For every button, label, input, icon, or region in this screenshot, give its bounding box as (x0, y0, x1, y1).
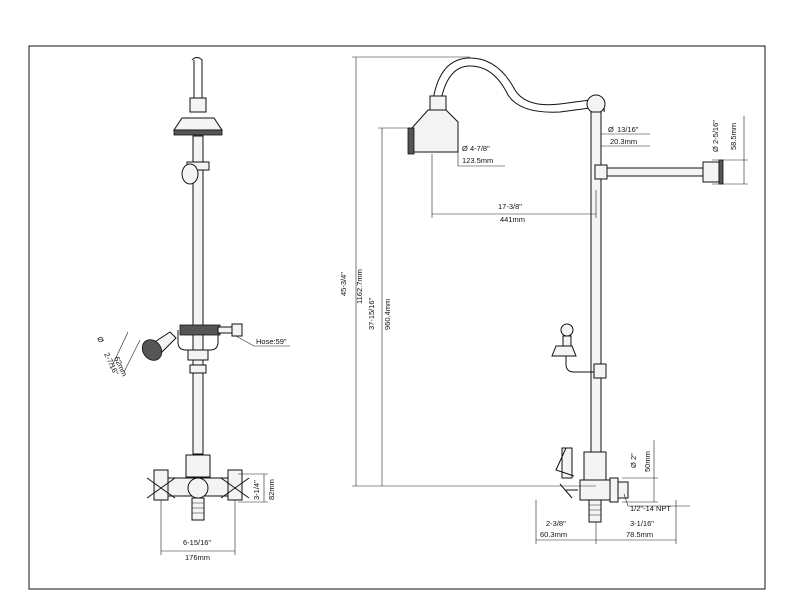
side-elbow (586, 94, 606, 114)
arm-reach-in: 17-3/8" (498, 202, 522, 211)
showerhead-dia-in: 4-7/8" (470, 144, 490, 153)
riser-height-in: 37-15/16" (367, 297, 376, 330)
inlet-dia-mm: 50mm (643, 451, 652, 472)
valve-height-in: 3-1/4" (252, 480, 261, 500)
svg-text:Ø: Ø (629, 462, 638, 468)
centers-in: 6-15/16" (183, 538, 211, 547)
dim-hose: Hose:59" (235, 335, 290, 347)
side-handshower-holder (551, 323, 607, 379)
front-view: 2-7/16" 62mm Ø Hose:59" 3-1/4" 82mm 6-15… (95, 57, 290, 562)
side-showerhead (407, 95, 459, 155)
front-riser-pipe (192, 135, 204, 455)
arm-reach-mm: 441mm (500, 215, 525, 224)
offset-left-mm: 60.3mm (540, 530, 567, 539)
svg-text:Ø: Ø (608, 125, 614, 134)
dim-riser-height: 37-15/16" 960.4mm (367, 127, 410, 486)
side-gooseneck-inner (440, 65, 591, 113)
offset-left-in: 2-3/8" (546, 519, 566, 528)
dim-flange-dia: Ø 2-5/16" 58.5mm (711, 116, 748, 185)
pipe-dia-in: 13/16" (617, 125, 639, 134)
flange-dia-mm: 58.5mm (729, 123, 738, 150)
side-valve (555, 447, 629, 523)
front-wall-bracket (181, 161, 210, 185)
centers-mm: 176mm (185, 553, 210, 562)
dim-valve-height: 3-1/4" 82mm (238, 473, 276, 503)
dim-overall-height: 45-3/4" 1162.7mm (339, 56, 596, 487)
front-showerhead (173, 97, 223, 136)
dim-thread: 1/2"-14 NPT (623, 493, 690, 513)
dim-inlet-dia: Ø 2" 50mm (622, 440, 658, 503)
pipe-dia-mm: 20.3mm (610, 137, 637, 146)
showerhead-dia-mm: 123.5mm (462, 156, 493, 165)
flange-dia-in: 2-5/16" (711, 120, 720, 144)
side-wall-arm (594, 159, 724, 185)
side-view: 45-3/4" 1162.7mm 37-15/16" 960.4mm Ø 4-7… (339, 56, 748, 544)
front-handshower-holder (177, 323, 243, 374)
svg-text:Ø: Ø (711, 146, 720, 152)
side-riser-pipe (590, 111, 602, 453)
side-gooseneck-outer (432, 57, 605, 113)
dim-handshower-dia: 2-7/16" 62mm Ø (95, 331, 141, 378)
overall-height-in: 45-3/4" (339, 272, 348, 296)
thread-spec: 1/2"-14 NPT (630, 504, 671, 513)
offset-right-in: 3-1/16" (630, 519, 654, 528)
hose-length: Hose:59" (256, 337, 287, 346)
drawing-border (28, 45, 766, 590)
svg-text:Ø: Ø (462, 144, 468, 153)
offset-right-mm: 78.5mm (626, 530, 653, 539)
dim-showerhead-dia: Ø 4-7/8" 123.5mm (457, 144, 505, 167)
dim-centers: 6-15/16" 176mm (160, 500, 236, 562)
riser-height-mm: 960.4mm (383, 299, 392, 330)
inlet-dia-in: 2" (629, 453, 638, 460)
dim-pipe-dia: Ø 13/16" 20.3mm (601, 125, 650, 147)
valve-height-mm: 82mm (267, 479, 276, 500)
svg-text:Ø: Ø (95, 335, 106, 344)
dim-arm-reach: 17-3/8" 441mm (431, 154, 597, 224)
front-handshower (141, 331, 177, 361)
front-valve (146, 454, 250, 521)
dim-offsets: 2-3/8" 60.3mm 3-1/16" 78.5mm (535, 500, 677, 544)
overall-height-mm: 1162.7mm (355, 269, 364, 304)
